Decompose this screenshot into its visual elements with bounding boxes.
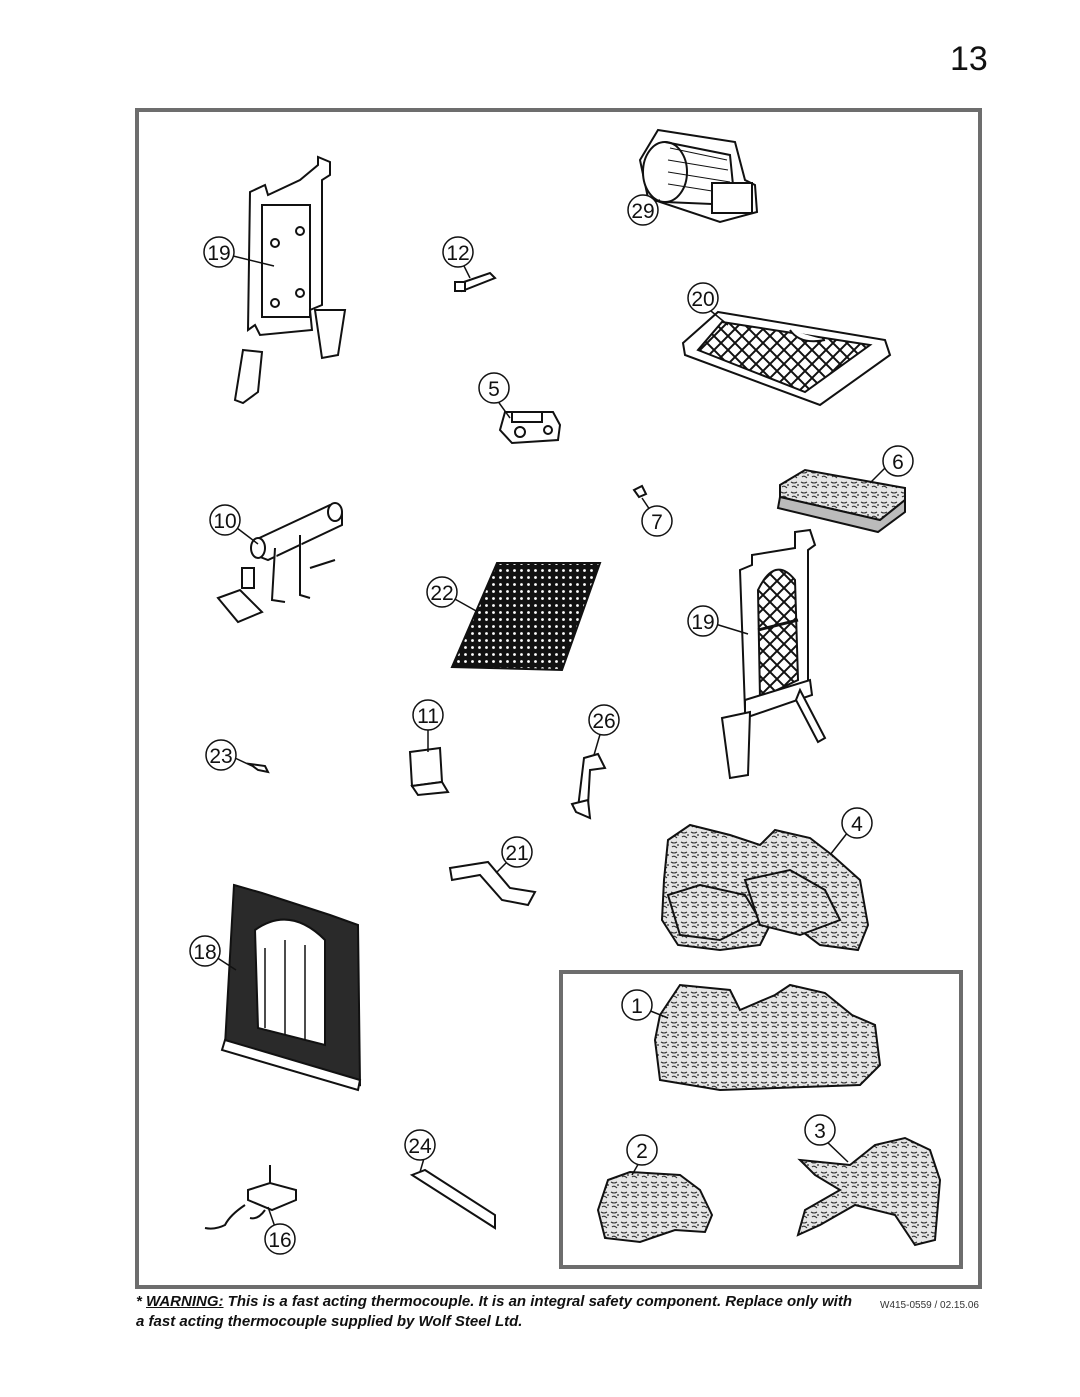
pilot-assembly-part [216, 502, 343, 624]
igniter-part [454, 271, 497, 293]
callout-6 [882, 445, 914, 477]
callout-4-label: 4 [851, 813, 863, 836]
callout-19b-label: 19 [691, 611, 714, 634]
back-frame-part [233, 155, 347, 405]
callout-10 [209, 504, 241, 536]
callout-21 [501, 836, 533, 868]
callout-2-label: 2 [636, 1140, 648, 1163]
front-door-part [720, 528, 827, 780]
mesh-screen-part [450, 562, 602, 672]
outer-frame [135, 108, 982, 1289]
callout-1 [621, 989, 653, 1021]
callout-18-label: 18 [193, 941, 216, 964]
callout-4 [841, 807, 873, 839]
warning-asterisk: * [136, 1293, 142, 1310]
gas-valve-part [498, 411, 562, 445]
callout-3 [804, 1114, 836, 1146]
warning-word: WARNING: [146, 1293, 224, 1310]
callout-3-label: 3 [814, 1120, 826, 1143]
callout-23-label: 23 [209, 745, 232, 768]
rear-log-part [653, 983, 882, 1092]
callout-18 [189, 935, 221, 967]
callout-11-label: 11 [417, 705, 439, 728]
callout-22 [426, 576, 458, 608]
callout-5 [478, 372, 510, 404]
callout-11 [412, 699, 444, 731]
callout-21-label: 21 [505, 842, 528, 865]
faceplate-part [220, 883, 362, 1092]
callout-6-label: 6 [892, 451, 904, 474]
callout-29-label: 29 [631, 200, 654, 223]
log-set-part [660, 823, 870, 952]
blower-fan-part [638, 128, 759, 224]
callout-22-label: 22 [430, 582, 453, 605]
valve-box-part [204, 1165, 297, 1230]
callout-19a-label: 19 [207, 242, 230, 265]
left-log-part [596, 1170, 714, 1244]
callout-20-label: 20 [691, 288, 714, 311]
callout-29 [627, 194, 659, 226]
grille-part [681, 310, 892, 407]
thermocouple-part [632, 484, 648, 499]
callout-23 [205, 739, 237, 771]
callout-24-label: 24 [408, 1135, 432, 1158]
callout-16-label: 16 [268, 1229, 291, 1252]
callout-12 [442, 236, 474, 268]
callout-1-label: 1 [631, 995, 643, 1018]
callout-7-label: 7 [651, 511, 663, 534]
bracket-21-part [448, 860, 537, 907]
warning-text: This is a fast acting thermocouple. It i… [136, 1293, 852, 1330]
callout-19a [203, 236, 235, 268]
burner-channel-part [409, 1168, 496, 1230]
bracket-11-part [408, 746, 450, 797]
callout-19b [687, 605, 719, 637]
callout-7 [641, 505, 673, 537]
callout-26-label: 26 [592, 710, 615, 733]
wire-clip-part [246, 762, 270, 774]
document-code: W415-0559 / 02.15.06 [880, 1300, 979, 1311]
bracket-26-part [570, 752, 607, 820]
callout-12-label: 12 [446, 242, 469, 265]
callout-10-label: 10 [213, 510, 236, 533]
callout-24 [404, 1129, 436, 1161]
page-number: 13 [950, 40, 988, 78]
callout-20 [687, 282, 719, 314]
branch-log-part [796, 1136, 942, 1247]
callout-2 [626, 1134, 658, 1166]
callout-5-label: 5 [488, 378, 500, 401]
ember-pad-part [776, 468, 906, 534]
callout-26 [588, 704, 620, 736]
warning-note: * WARNING: This is a fast acting thermoc… [136, 1292, 856, 1332]
callout-16 [264, 1223, 296, 1255]
log-kit-box [559, 970, 963, 1269]
